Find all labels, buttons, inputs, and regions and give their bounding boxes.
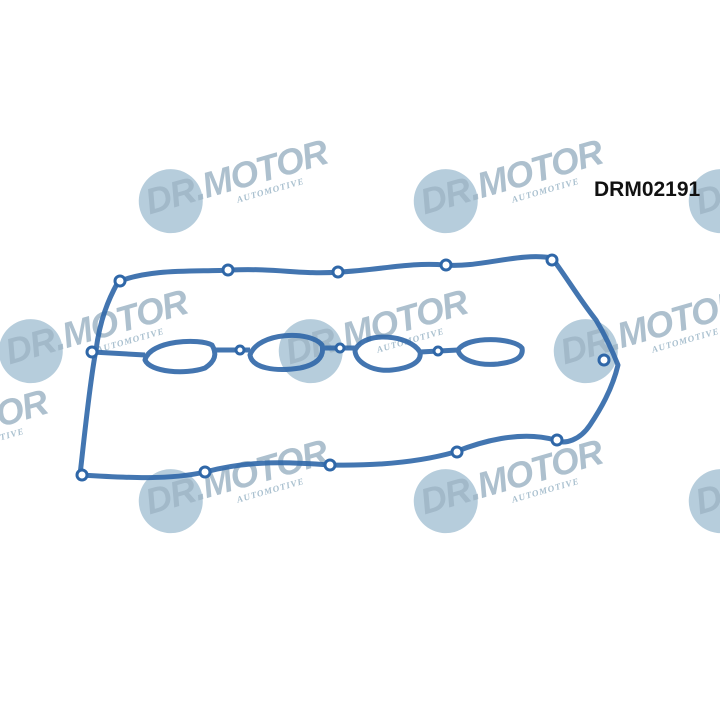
gasket-port-1: [142, 338, 218, 375]
gasket-outer-frame: [77, 254, 621, 481]
gasket-rail: [91, 345, 459, 358]
gasket-port-4: [455, 337, 525, 367]
gasket-port-2: [247, 332, 326, 372]
gasket-port-3: [352, 334, 423, 373]
product-code: DRM02191: [594, 178, 701, 201]
